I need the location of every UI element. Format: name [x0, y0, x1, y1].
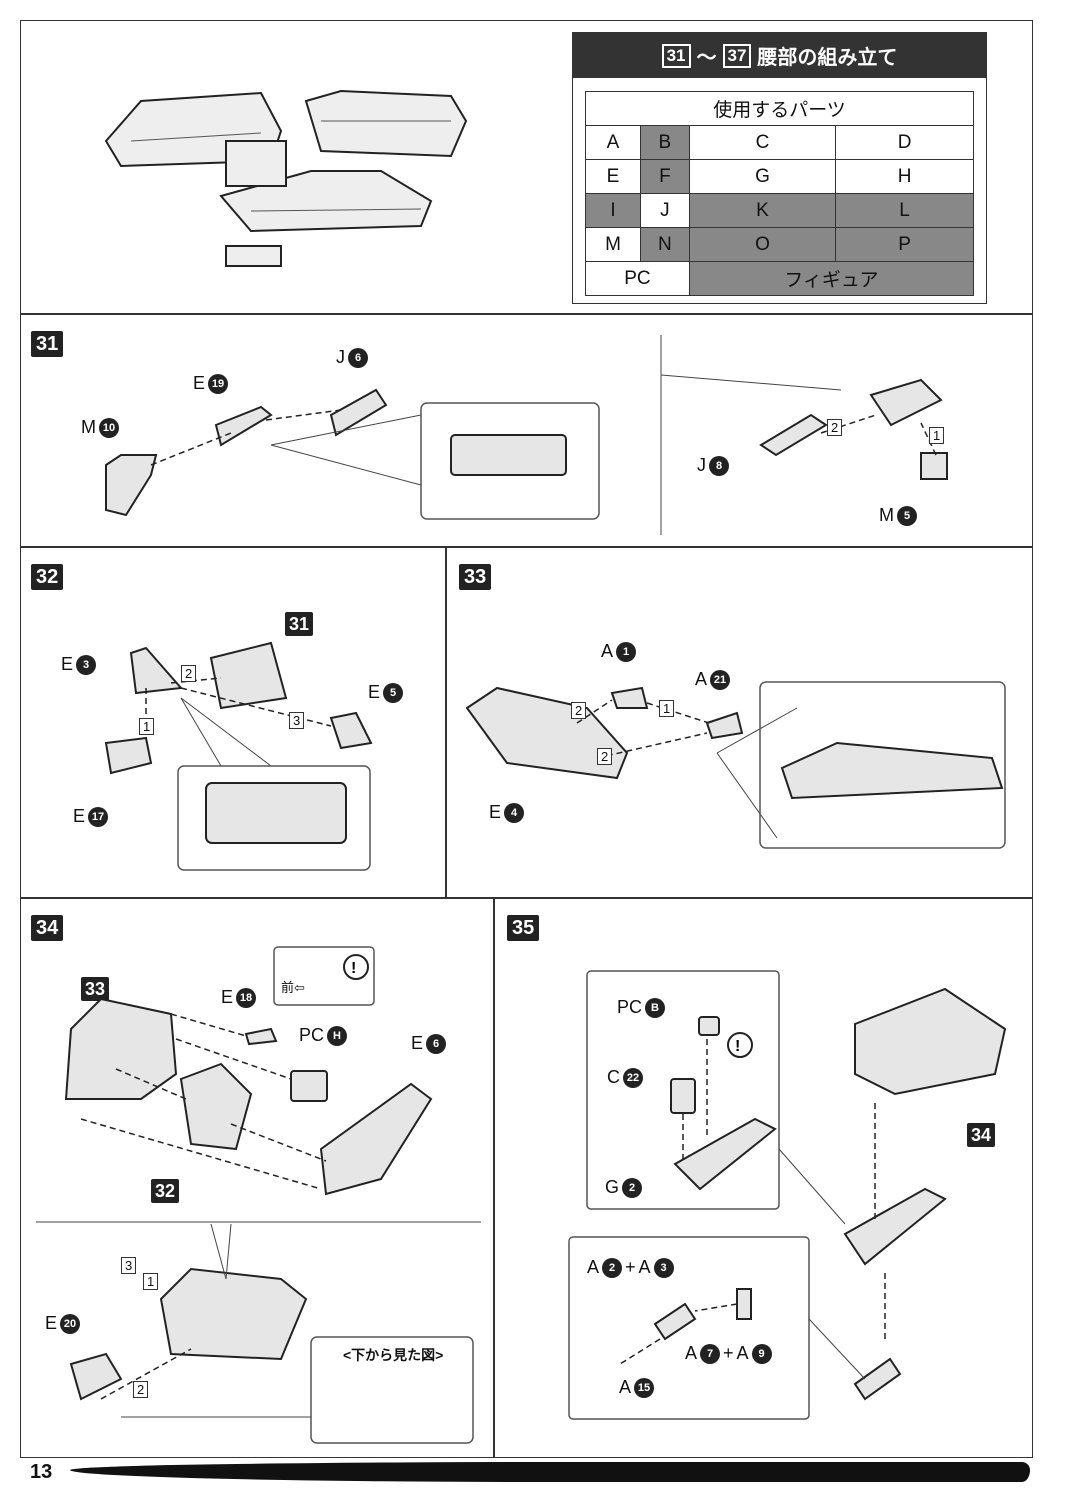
part-cell-figure: フィギュア	[688, 261, 975, 296]
part-cell-i: I	[585, 193, 641, 228]
section-title: 31 ～ 37 腰部の組み立て	[573, 33, 986, 78]
order-step-3: 3	[289, 712, 305, 729]
part-cell-g: G	[688, 159, 837, 194]
parts-heading: 使用するパーツ	[585, 91, 974, 126]
part-cell-a: A	[585, 125, 641, 160]
svg-text:!: !	[735, 1038, 740, 1055]
order-step-2: 2	[181, 665, 197, 682]
step-31-diagram	[105, 335, 948, 535]
part-cell-k: K	[688, 193, 837, 228]
part-cell-o: O	[688, 227, 837, 262]
range-separator: ～	[696, 47, 717, 69]
step-32-diagram	[104, 641, 373, 871]
part-cell-d: D	[835, 125, 974, 160]
page-number: 13	[30, 1461, 53, 1483]
step-33-diagram	[465, 681, 1006, 849]
order-step-1: 1	[143, 1273, 159, 1290]
ref-step-32: 32	[151, 1179, 180, 1203]
part-cell-h: H	[835, 159, 974, 194]
order-step-1: 1	[929, 427, 945, 444]
step-34-diagram: !	[36, 946, 481, 1444]
part-cell-pc: PC	[585, 261, 690, 296]
part-cell-p: P	[835, 227, 974, 262]
step-35-diagram: !	[568, 970, 1007, 1420]
step-number: 34	[31, 915, 64, 941]
step-number: 31	[31, 331, 64, 357]
part-cell-n: N	[639, 227, 690, 262]
order-step-1: 1	[139, 718, 155, 735]
order-step-2: 2	[827, 419, 843, 436]
step-number: 35	[507, 915, 540, 941]
order-step-2: 2	[571, 702, 587, 719]
ref-step-33: 33	[81, 977, 110, 1001]
part-cell-f: F	[639, 159, 690, 194]
step-number: 32	[31, 564, 64, 590]
part-cell-c: C	[688, 125, 837, 160]
range-start: 31	[661, 43, 691, 68]
ref-step-34: 34	[967, 1123, 996, 1147]
front-direction-note: 前⇦	[281, 980, 305, 995]
step-number: 33	[459, 564, 492, 590]
part-cell-b: B	[639, 125, 690, 160]
part-cell-m: M	[585, 227, 641, 262]
order-step-3: 3	[121, 1257, 137, 1274]
order-step-1: 1	[659, 700, 675, 717]
part-cell-e: E	[585, 159, 641, 194]
svg-text:!: !	[351, 960, 356, 977]
part-cell-j: J	[639, 193, 690, 228]
part-cell-l: L	[835, 193, 974, 228]
range-end: 37	[722, 43, 752, 68]
bottom-view-caption: <下から見た図>	[343, 1347, 444, 1363]
section-title-text: 腰部の組み立て	[757, 47, 898, 69]
brush-stroke-divider	[70, 1462, 1030, 1482]
waist-assembly-illustration	[104, 89, 468, 267]
order-step-2b: 2	[597, 748, 613, 765]
order-step-2: 2	[133, 1381, 149, 1398]
ref-step-31: 31	[285, 612, 314, 636]
